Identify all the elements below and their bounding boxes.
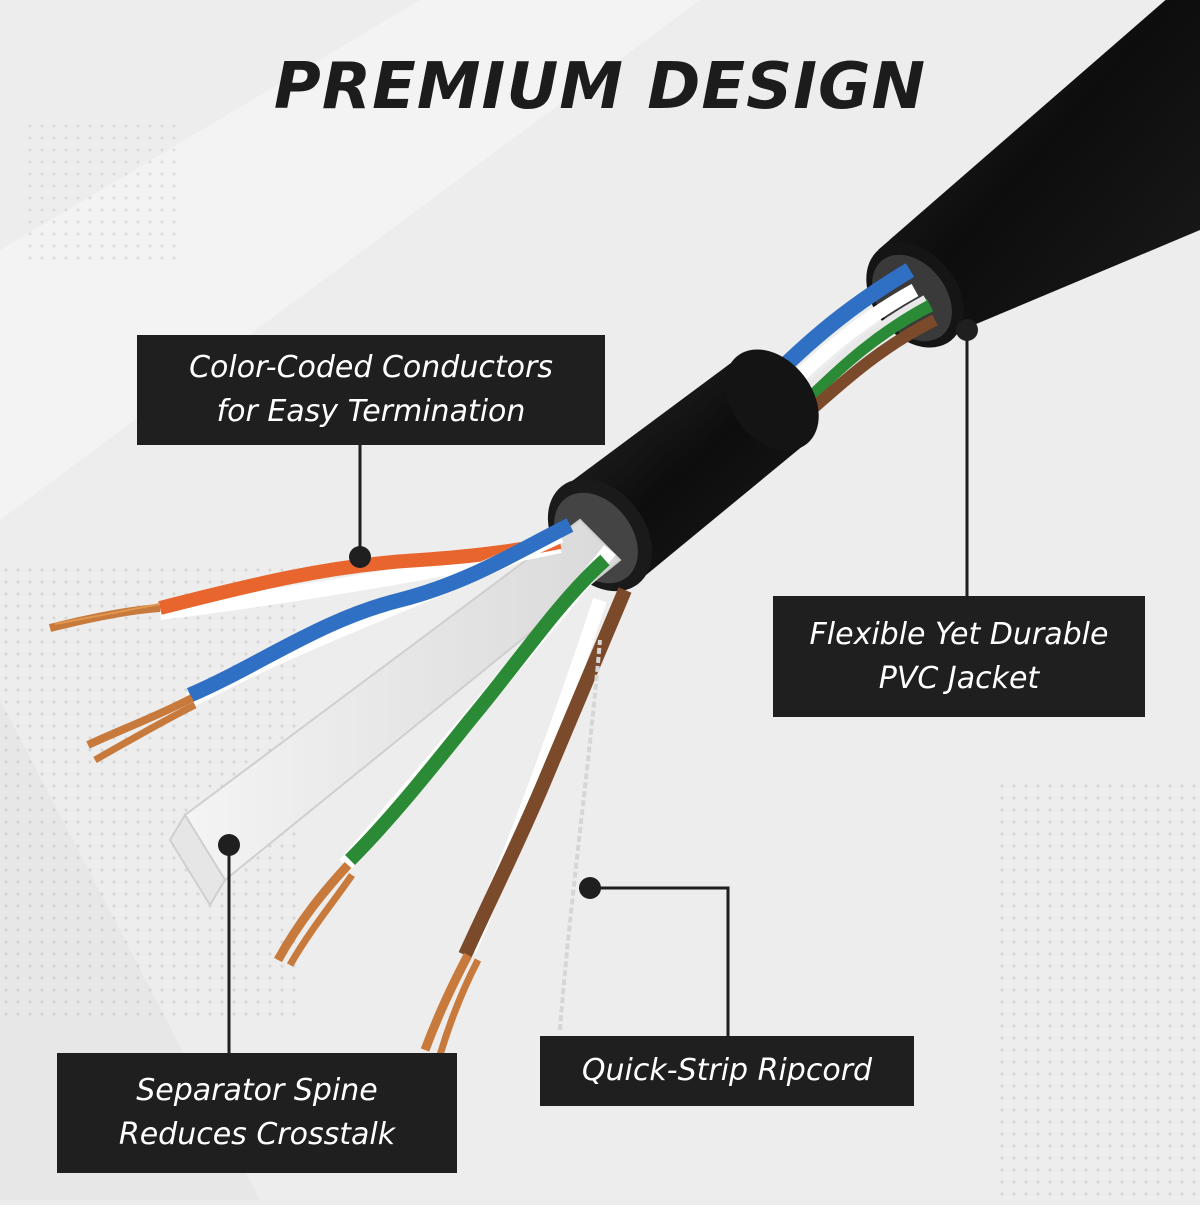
callout-line: Flexible Yet Durable (809, 616, 1109, 652)
callout-line: Color-Coded Conductors (189, 350, 553, 385)
callout-line: PVC Jacket (878, 660, 1040, 696)
callout-separator-spine: Separator Spine Reduces Crosstalk (57, 1053, 457, 1173)
leader-lines (218, 319, 978, 1053)
blue-pair (86, 518, 574, 764)
ripcord (558, 639, 602, 1031)
callout-line: for Easy Termination (216, 394, 526, 429)
page-title: PREMIUM DESIGN (273, 50, 927, 124)
green-pair (274, 545, 616, 967)
callout-ripcord: Quick-Strip Ripcord (540, 1036, 914, 1106)
separator-spine (168, 518, 622, 907)
callout-line: Reduces Crosstalk (118, 1117, 396, 1152)
brown-pair (420, 587, 632, 1057)
callout-color-coded-conductors: Color-Coded Conductors for Easy Terminat… (137, 335, 605, 445)
callout-line: Quick-Strip Ripcord (581, 1053, 873, 1088)
callout-line: Separator Spine (136, 1073, 378, 1108)
callout-pvc-jacket: Flexible Yet Durable PVC Jacket (773, 596, 1145, 717)
